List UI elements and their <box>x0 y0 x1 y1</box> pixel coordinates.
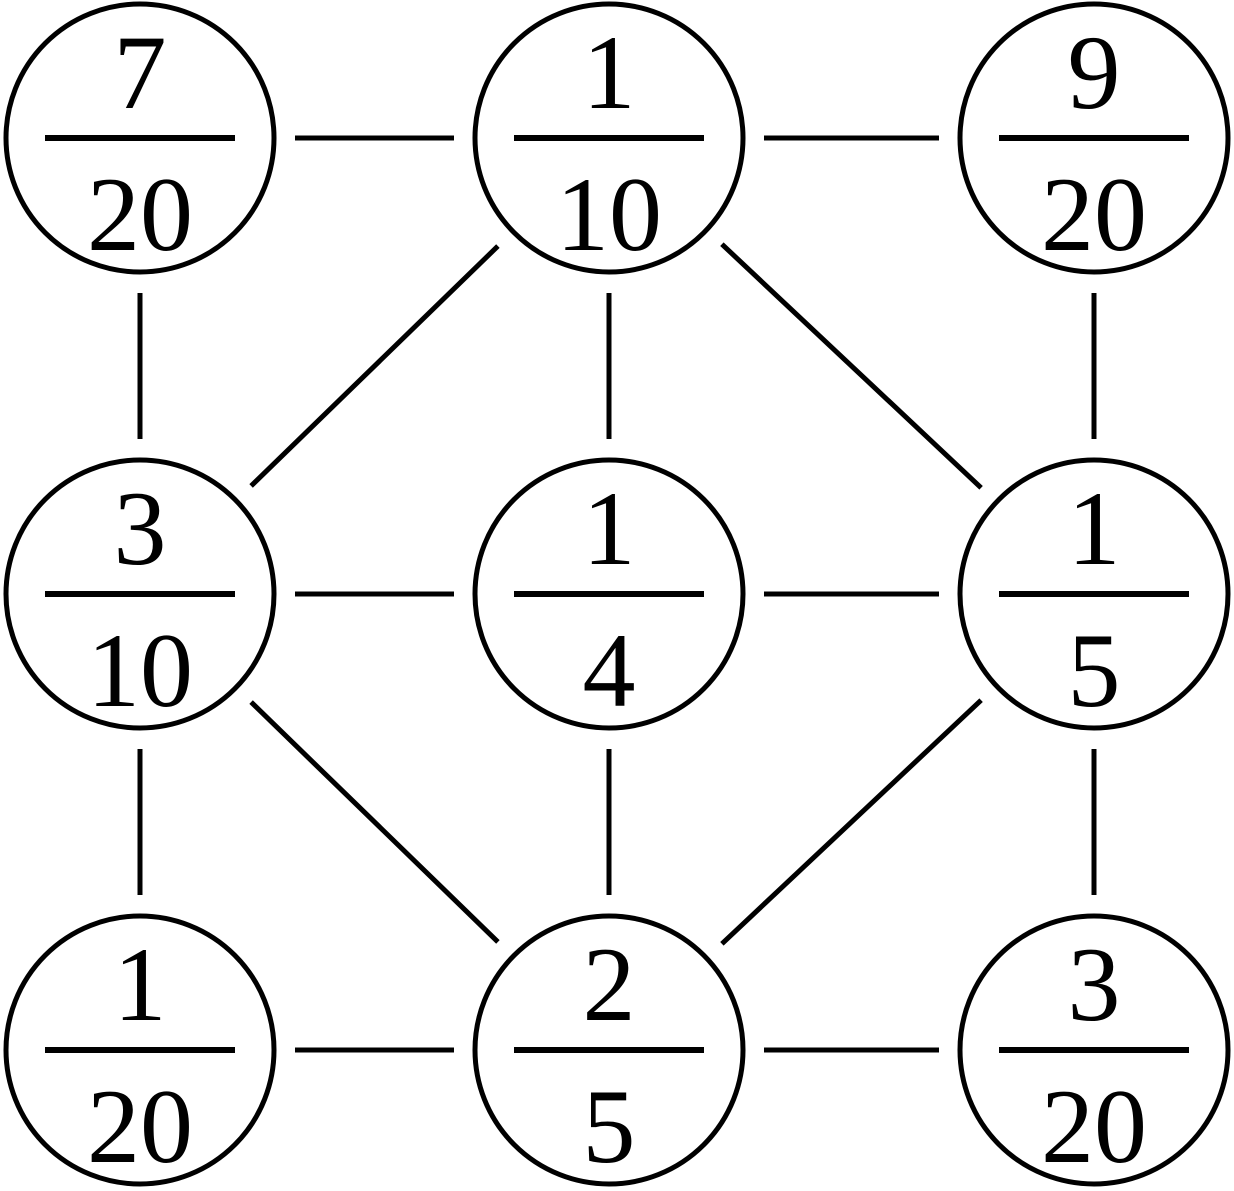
node-n10: 310 <box>3 457 277 731</box>
denominator: 5 <box>583 1068 636 1185</box>
edge-n01-n12 <box>720 242 983 490</box>
numerator: 1 <box>583 14 636 131</box>
node-n21: 25 <box>472 913 746 1187</box>
denominator: 20 <box>87 1068 193 1185</box>
node-n12: 15 <box>957 457 1231 731</box>
denominator: 10 <box>556 156 662 273</box>
node-n00: 720 <box>3 1 277 275</box>
denominator: 20 <box>87 156 193 273</box>
edges-layer <box>137 135 1097 1053</box>
edge-n01-n10 <box>249 244 500 488</box>
denominator: 10 <box>87 612 193 729</box>
node-n22: 320 <box>957 913 1231 1187</box>
numerator: 7 <box>114 14 167 131</box>
numerator: 9 <box>1068 14 1121 131</box>
node-n02: 920 <box>957 1 1231 275</box>
denominator: 20 <box>1041 156 1147 273</box>
numerator: 1 <box>114 926 167 1043</box>
denominator: 4 <box>583 612 636 729</box>
node-n20: 120 <box>3 913 277 1187</box>
node-n01: 110 <box>472 1 746 275</box>
denominator: 5 <box>1068 612 1121 729</box>
numerator: 1 <box>583 470 636 587</box>
node-n11: 14 <box>472 457 746 731</box>
edge-n10-n21 <box>249 700 500 944</box>
numerator: 3 <box>1068 926 1121 1043</box>
numerator: 3 <box>114 470 167 587</box>
denominator: 20 <box>1041 1068 1147 1185</box>
numerator: 2 <box>583 926 636 1043</box>
edge-n12-n21 <box>720 698 983 946</box>
numerator: 1 <box>1068 470 1121 587</box>
